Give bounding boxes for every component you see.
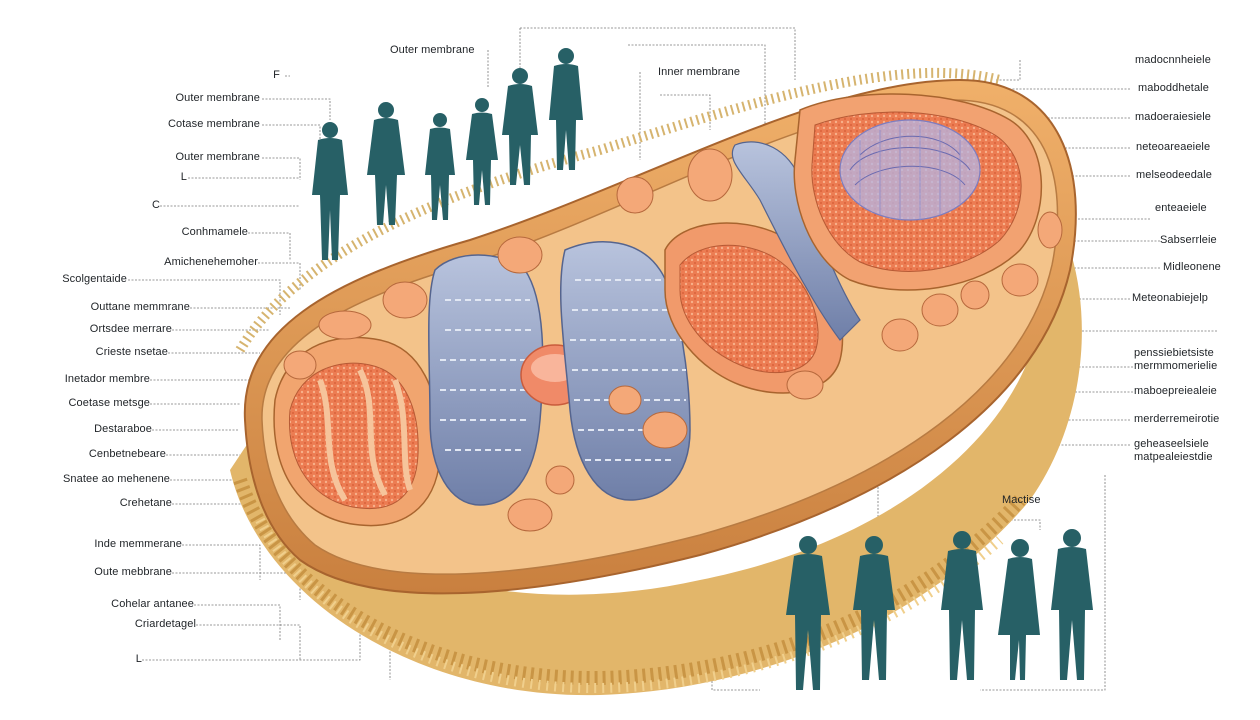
label-left-20: Cohelar antanee	[111, 598, 194, 610]
mitochondrion	[230, 67, 1082, 696]
vesicles	[283, 148, 1063, 532]
label-left-6: Conhmamele	[181, 226, 248, 238]
label-left-5: C	[151, 199, 160, 211]
label-left-14: Destaraboe	[94, 423, 152, 435]
label-left-7: Amichenehemoher	[164, 256, 258, 268]
label-right-4: melseodeedale	[1136, 169, 1212, 181]
label-left-4: L	[180, 171, 187, 183]
label-left-11: Crieste nsetae	[95, 346, 168, 358]
label-left-9: Outtane memmrane	[90, 301, 190, 313]
figure-6	[549, 48, 583, 170]
figure-3	[425, 113, 455, 220]
label-left-12: Inetador membre	[64, 373, 150, 385]
label-left-1: Outer membrane	[175, 92, 260, 104]
label-left-17: Crehetane	[119, 497, 172, 509]
label-left-10: Ortsdee merrare	[89, 323, 172, 335]
label-left-15: Cenbetnebeare	[88, 448, 166, 460]
figure-7	[786, 536, 830, 690]
figure-10	[998, 539, 1040, 680]
label-right-7: Midleonene	[1163, 261, 1221, 273]
figure-2	[367, 102, 405, 225]
figure-5	[502, 68, 538, 185]
label-left-21: Criardetagel	[134, 618, 196, 630]
figure-4	[466, 98, 498, 205]
label-right-1: maboddhetale	[1138, 82, 1209, 94]
label-left-0: F	[273, 69, 280, 81]
label-left-8: Scolgentaide	[62, 273, 127, 285]
label-left-16: Snatee ao mehenene	[63, 473, 170, 485]
label-right-9: penssiebietsiste	[1134, 347, 1214, 359]
label-top-inner-membrane: Inner membrane	[658, 66, 741, 78]
label-right-13: geheaseelsiele	[1134, 438, 1209, 450]
label-right-5: enteaeiele	[1155, 202, 1207, 214]
label-left-19: Oute mebbrane	[94, 566, 172, 578]
figure-8	[853, 536, 895, 680]
label-right-14: matpealeiestdie	[1134, 451, 1213, 463]
label-bottom-mactise: Mactise	[1002, 494, 1041, 506]
label-left-3: Outer membrane	[175, 151, 260, 163]
label-right-12: merderremeirotie	[1134, 413, 1220, 425]
label-left-22: L	[135, 653, 142, 665]
label-right-3: neteoareaeiele	[1136, 141, 1211, 153]
figure-11	[1051, 529, 1093, 680]
label-left-13: Coetase metsge	[68, 397, 150, 409]
label-right-6: Sabserrleie	[1160, 234, 1217, 246]
label-right-2: madoeraiesiele	[1135, 111, 1211, 123]
label-left-18: Inde memmerane	[94, 538, 182, 550]
mesh-structure	[839, 119, 981, 221]
label-top-outer-membrane: Outer membrane	[390, 44, 475, 56]
label-right-11: maboepreiealeie	[1134, 385, 1217, 397]
figure-9	[941, 531, 983, 680]
label-left-2: Cotase membrane	[168, 118, 260, 130]
cristae-fold-3	[731, 141, 861, 341]
figure-1	[312, 122, 348, 260]
label-right-0: madocnnheiele	[1135, 54, 1211, 66]
human-figures	[312, 48, 1093, 690]
label-right-10: mermmomerielie	[1134, 360, 1218, 372]
label-right-8: Meteonabiejelp	[1132, 292, 1209, 304]
